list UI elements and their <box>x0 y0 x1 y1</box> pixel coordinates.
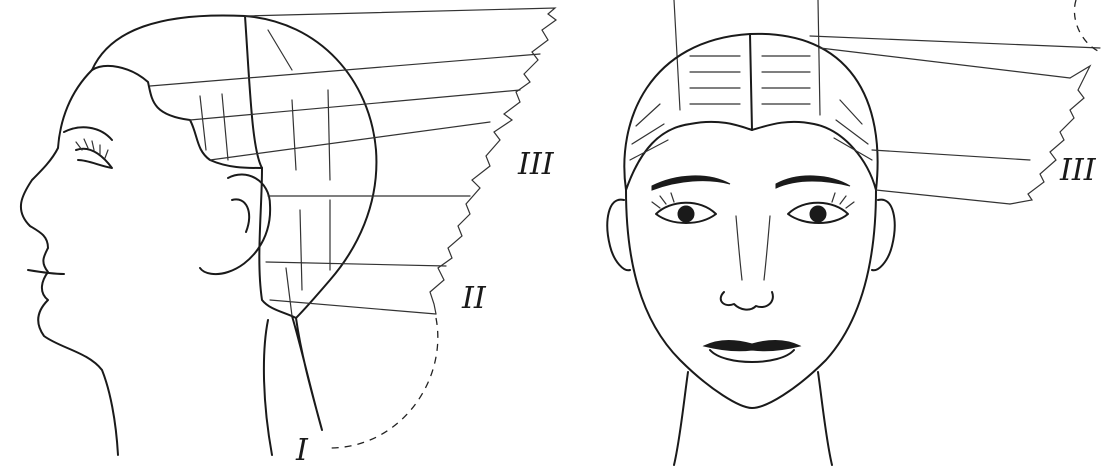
label-profile-zone-1: I <box>296 436 308 466</box>
front-section-lines <box>810 36 1100 204</box>
front-face-outline <box>626 190 876 408</box>
label-profile-zone-3: III <box>518 150 554 180</box>
front-eyebrow-right <box>776 176 850 188</box>
front-pupil-left <box>678 206 694 222</box>
profile-eyebrow <box>64 127 112 140</box>
front-top-guides <box>674 0 820 115</box>
profile-ponytail <box>292 316 322 430</box>
front-dashed-arc <box>1074 0 1100 52</box>
front-eyebrow-left <box>652 176 730 190</box>
profile-jagged-edge <box>245 8 556 314</box>
profile-dashed-arc <box>326 318 438 448</box>
label-profile-zone-2: II <box>462 284 486 314</box>
front-lower-lip <box>710 350 794 362</box>
front-lips <box>704 341 800 351</box>
profile-hairline <box>92 66 262 168</box>
profile-lashes <box>76 139 108 158</box>
profile-neck-back <box>264 320 272 455</box>
front-hairline <box>626 122 876 190</box>
front-neck <box>674 372 832 465</box>
front-nose <box>721 292 773 310</box>
front-head <box>607 0 1100 465</box>
profile-head <box>21 8 556 455</box>
front-pupil-right <box>810 206 826 222</box>
front-nose-bridge <box>736 216 770 280</box>
front-parting <box>750 34 752 130</box>
profile-face-outline <box>21 70 118 455</box>
label-front-zone-3: III <box>1060 156 1096 186</box>
profile-eye <box>76 149 112 168</box>
front-lashes <box>652 193 854 208</box>
profile-parting-line <box>245 16 262 168</box>
